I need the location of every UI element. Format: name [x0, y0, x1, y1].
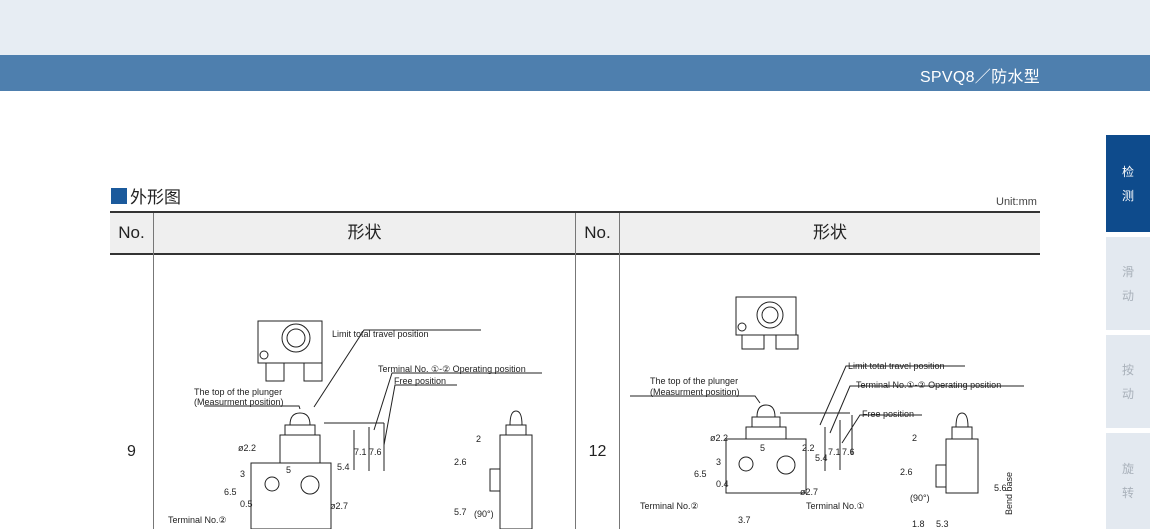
dim: (90°): [910, 493, 930, 503]
dim: 5.4: [815, 453, 828, 463]
label-top: The top of the plunger: [194, 387, 282, 397]
label-limit: Limit total travel position: [332, 329, 429, 339]
dim: 7.1: [354, 447, 367, 457]
header-no: No.: [584, 223, 611, 242]
dim: 3: [240, 469, 245, 479]
sidebar-label: 按: [1121, 362, 1134, 377]
row-number: 12: [588, 443, 607, 460]
sidebar-item-slide[interactable]: 滑 动: [1106, 237, 1150, 330]
dim: 5.4: [337, 462, 350, 472]
dim: 2: [476, 434, 481, 444]
dim: 1.8: [912, 519, 925, 529]
dimension-table: No. 形状 No. 形状 9 12 Limit total trave: [110, 211, 1040, 529]
top-band: [0, 0, 1150, 55]
dim: 7.6: [842, 447, 855, 457]
sidebar-item-rotary[interactable]: 旋 转: [1106, 433, 1150, 529]
row-number: 9: [127, 443, 136, 460]
unit-label: Unit:mm: [996, 196, 1037, 208]
dim: 5: [286, 465, 291, 475]
label-free: Free position: [862, 409, 914, 419]
dim: 2: [912, 433, 917, 443]
label-top2: (Measurment position): [650, 387, 740, 397]
dim: ø2.2: [238, 443, 256, 453]
dim: 6.5: [694, 469, 707, 479]
sidebar-label: 检: [1121, 164, 1134, 179]
dim: 5.6: [994, 483, 1007, 493]
sidebar-label: 动: [1121, 288, 1134, 303]
label-operating: Terminal No. ①-② Operating position: [378, 364, 526, 374]
section-title: 外形图: [111, 183, 181, 208]
dim: 6.5: [224, 487, 237, 497]
switch-drawing-12: Limit total travel position Terminal No.…: [630, 296, 1024, 529]
dim: ø2.2: [710, 433, 728, 443]
section-title-text: 外形图: [130, 188, 181, 207]
dim: 3.7: [738, 515, 751, 525]
header-no: No.: [118, 223, 145, 242]
header-shape: 形状: [813, 223, 847, 242]
header-bar: SPVQ8／防水型: [0, 55, 1150, 91]
section-square-icon: [111, 187, 127, 204]
sidebar-item-detection[interactable]: 检 测: [1106, 135, 1150, 232]
dim: 2.6: [454, 457, 467, 467]
dim: 2.6: [900, 467, 913, 477]
dim: 5: [760, 443, 765, 453]
dim: 0.4: [716, 479, 729, 489]
label-terminal2: Terminal No.②: [640, 501, 699, 511]
page-title: SPVQ8／防水型: [919, 69, 1040, 86]
switch-drawing-9: Limit total travel position Terminal No.…: [168, 320, 542, 529]
sidebar-label: 动: [1121, 386, 1134, 401]
dim: 7.6: [369, 447, 382, 457]
label-bend: Bend base: [1004, 472, 1014, 515]
sidebar-item-push[interactable]: 按 动: [1106, 335, 1150, 428]
sidebar-label: 旋: [1121, 462, 1134, 476]
dim: 3: [716, 457, 721, 467]
dim: ø2.7: [330, 501, 348, 511]
header-shape: 形状: [347, 223, 382, 242]
dim: ø2.7: [800, 487, 818, 497]
label-free: Free position: [394, 376, 446, 386]
dim: 5.7: [454, 507, 467, 517]
label-top: The top of the plunger: [650, 376, 738, 386]
table-top-rule: [110, 211, 1040, 213]
sidebar-label: 测: [1121, 188, 1134, 203]
col-divider: [153, 213, 154, 529]
dim: 0.5: [240, 499, 253, 509]
dim: (90°): [474, 509, 494, 519]
label-operating: Terminal No.①-② Operating position: [856, 380, 1001, 390]
label-limit: Limit total travel position: [848, 361, 945, 371]
label-terminal2: Terminal No.②: [168, 515, 227, 525]
dim: 7.1: [828, 447, 841, 457]
label-top2: (Measurment position): [194, 397, 284, 407]
dim: 5.3: [936, 519, 949, 529]
sidebar-label: 转: [1121, 486, 1134, 500]
label-terminal1: Terminal No.①: [806, 501, 865, 511]
dim: 2.2: [802, 443, 815, 453]
col-divider: [619, 213, 620, 529]
col-divider: [575, 213, 576, 529]
sidebar-label: 滑: [1121, 264, 1134, 279]
